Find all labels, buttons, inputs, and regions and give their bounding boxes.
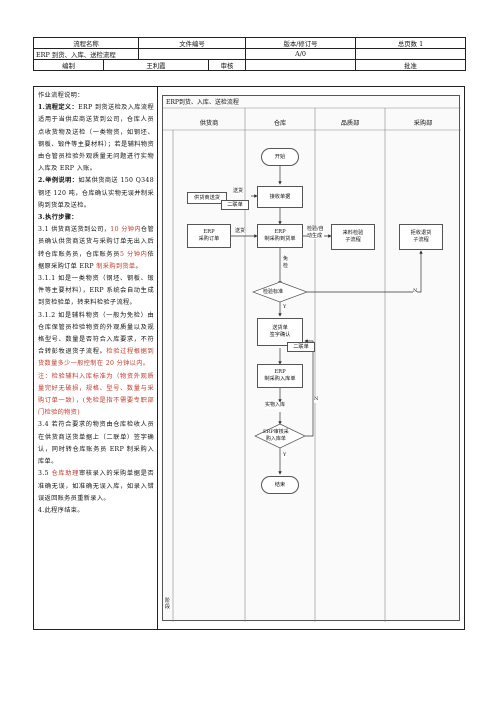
- note-p3: 3.执行步骤：: [38, 212, 154, 224]
- no-label-1: N: [413, 288, 418, 295]
- note-s4: 4.此程序结束。: [38, 506, 84, 514]
- lane-warehouse: 仓库: [273, 120, 287, 127]
- version-label: 版本/修订号: [245, 37, 356, 49]
- erp-purchase-order: ERP 采购订单: [187, 224, 231, 248]
- s35-red: 仓库助理: [51, 470, 79, 478]
- file-number-value: [138, 48, 246, 60]
- physical-inbound: 实物入库: [265, 402, 286, 409]
- version-value: A/0: [245, 48, 356, 60]
- author-label: 编制: [33, 59, 104, 71]
- p1-text: ERP 到货送检及入库流程适用于当供应商送货到公司，仓库人员点收货物及送检（一类…: [38, 104, 154, 173]
- header-row-1: 流程名称 文件编号 版本/修订号 总页数 1: [33, 37, 466, 49]
- process-name-value: ERP 到货、入库、送检流程: [33, 48, 139, 60]
- p3-label: 3.执行步骤：: [38, 214, 78, 222]
- auto-generate-label: 检验/自 动生成: [307, 226, 324, 239]
- process-notes: 作业流程说明： 1.流程定义：ERP 到货送检及入库流程适用于当供应商送货到公司…: [34, 87, 158, 629]
- supplier-doc: 供货商送货: [187, 192, 227, 204]
- header-table: 流程名称 文件编号 版本/修订号 总页数 1 ERP 到货、入库、送检流程 A/…: [33, 37, 466, 71]
- s312-a: 3.1.2 如是辅料物资（一般为免检）由仓库保管员检验物资的外观质量以及规格型号…: [38, 311, 154, 356]
- exempt-label: 免 检: [283, 256, 289, 269]
- receive-check: 接收单据: [257, 186, 303, 208]
- end-node: 结束: [261, 476, 299, 494]
- note-s311: 3.1.1 如是一类物资（钢坯、钢板、锻件等主要材料），ERP 系统会自动生成到…: [38, 275, 154, 307]
- start-node: 开始: [261, 148, 299, 166]
- total-pages-label: 总页数 1: [355, 37, 466, 49]
- s31-b: 仓管员确认供货商送货与采购订单无出入后转仓库账务员，仓库账务员: [38, 226, 155, 258]
- note-p1: 1.流程定义：ERP 到货送检及入库流程适用于当供应商送货到公司，仓库人员点收货…: [38, 102, 154, 175]
- s31-a: 3.1 供货商送货到公司，: [38, 226, 111, 234]
- note-p2: 2.举例说明：如某供货商送 150 Q348 钢坯 120 吨，仓库确认实物无误…: [38, 175, 154, 212]
- author-value: 王利霞: [103, 59, 209, 71]
- note-s35: 3.5 仓库助理审核录入的采购单据是否准确无误，如准确无误入库，如录入错误返回账…: [38, 468, 154, 505]
- total-pages-value: [355, 48, 466, 60]
- p2-label: 2.举例说明：: [38, 177, 79, 185]
- header-row-2: ERP 到货、入库、送检流程 A/0: [33, 48, 466, 60]
- note-s34: 3.4 若符合要求的物资由仓库检收人员在供货商送货单据上（二联单）签字确认，同时…: [38, 421, 154, 466]
- flowchart-lines: [163, 107, 461, 622]
- flowchart: ERP到货、入库、送检流程: [162, 95, 461, 622]
- s31-red3: 制采购到货单: [96, 262, 136, 270]
- send-label-2: 送货: [235, 228, 246, 235]
- erp-arrival-note: ERP 制采购到货单: [257, 224, 303, 248]
- side-label: 阶段: [165, 598, 171, 610]
- sign-delivery-note: 送货单 签字确认: [257, 318, 303, 346]
- s31-red2: 5 分钟内: [120, 250, 148, 258]
- no-label-2: N: [314, 396, 319, 403]
- yes-label-2: Y: [283, 452, 287, 459]
- lane-quality: 品质部: [340, 120, 360, 127]
- lane-supplier: 供货商: [199, 120, 219, 127]
- incoming-inspection-subprocess: 来料检验 子流程: [331, 224, 375, 250]
- s31-c: 依据原采购订单 ERP: [38, 250, 155, 270]
- main-frame: 作业流程说明： 1.流程定义：ERP 到货送检及入库流程适用于当供应商送货到公司…: [33, 86, 465, 630]
- file-number-label: 文件编号: [138, 37, 246, 49]
- reviewer-label: 审核: [208, 59, 246, 71]
- notes-title: 作业流程说明：: [38, 92, 84, 99]
- note-s313: 注：检验辅料入库标准为（物资外观质量完好无破损，规格、型号、数量与采购订单一致）…: [38, 372, 154, 417]
- note-s31: 3.1 供货商送货到公司，10 分钟内仓管员确认供货商送货与采购订单无出入后转仓…: [38, 224, 154, 273]
- s31-red1: 10 分钟内: [110, 226, 141, 234]
- p2-text: 如某供货商送 150 Q348 钢坯 120 吨，仓库确认实物无误并制采购到货单…: [38, 177, 154, 209]
- s31-d: 。: [135, 262, 143, 270]
- process-name-label: 流程名称: [33, 37, 139, 49]
- duplicate-form: 二联单: [221, 200, 249, 210]
- p1-label: 1.流程定义：: [38, 104, 79, 112]
- duplicate-form-2: 二联单: [287, 342, 315, 352]
- s35-b: 审核录入的采购单据是否准确无误，如准确无误入库，如录入错误返回账务员重新录入。: [38, 470, 154, 502]
- reject-return-subprocess: 拒收退货 子流程: [399, 224, 443, 250]
- inspection-standard: 检验标准: [263, 289, 284, 295]
- header-row-3: 编制 王利霞 审核 批准: [33, 59, 466, 71]
- erp-inbound-note: ERP 制采购入库单: [257, 364, 303, 388]
- s312-red: 检验过程根据到货数量多少一般控制在 20 分钟以内。: [38, 348, 155, 368]
- erp-audit-inbound: ERP审核采 购入库单: [263, 429, 289, 442]
- reviewer-value: [245, 59, 356, 71]
- yes-label-1: Y: [283, 304, 287, 311]
- send-label-1: 送货: [233, 188, 244, 195]
- flowchart-title: ERP到货、入库、送检流程: [166, 99, 239, 106]
- s35-a: 3.5: [38, 470, 52, 478]
- approver-label: 批准: [355, 59, 466, 71]
- note-s312: 3.1.2 如是辅料物资（一般为免检）由仓库保管员检验物资的外观质量以及规格型号…: [38, 310, 154, 371]
- lane-procurement: 采购部: [413, 120, 433, 127]
